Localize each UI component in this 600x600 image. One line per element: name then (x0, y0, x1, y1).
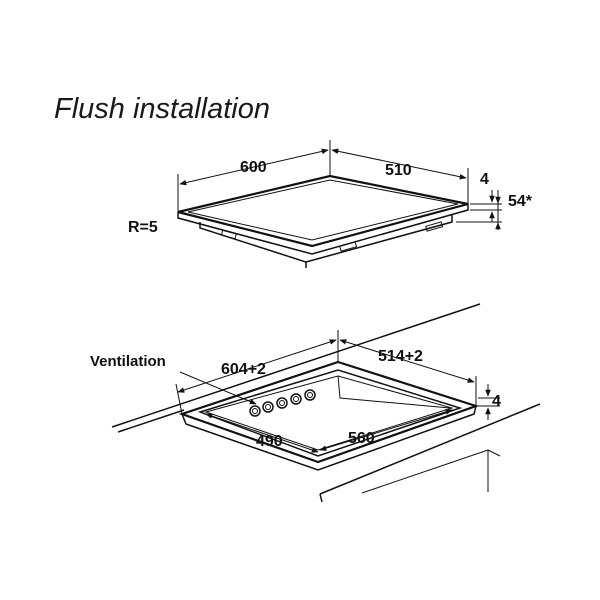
vent-hole-1-inner (252, 408, 258, 414)
cutout-back-wall (337, 375, 451, 409)
bracket-left (220, 229, 237, 240)
vent-hole-5 (304, 389, 316, 401)
vent-hole-4 (290, 393, 302, 405)
dim-height-label: 54* (508, 193, 533, 210)
vent-hole-3-inner (279, 400, 285, 406)
dim-inner-width-label: 560 (348, 430, 375, 447)
dim-line-outer-width (177, 339, 337, 393)
dim-inner-depth-label: 490 (256, 433, 283, 450)
cabinet-line-corner (487, 449, 501, 457)
dim-outer-depth-label: 514+2 (378, 348, 423, 365)
bracket-right (425, 221, 444, 232)
cooktop-glass-inner (187, 179, 459, 241)
vent-hole-4-inner (293, 396, 299, 402)
cooktop-body-right (305, 214, 453, 263)
dim-rim-label: 4 (480, 171, 489, 188)
vent-hole-1 (249, 405, 261, 417)
vent-hole-3 (276, 397, 288, 409)
dim-line-outer-depth (339, 339, 475, 383)
vent-hole-5-inner (307, 392, 313, 398)
diagram-title: Flush installation (54, 93, 270, 125)
worktop-front-thickness (319, 493, 323, 503)
vent-hole-2-inner (265, 404, 271, 410)
radius-label: R=5 (128, 219, 158, 236)
dim-line-inner-width (319, 409, 453, 451)
ext-line (175, 383, 183, 415)
worktop-back-edge (111, 303, 481, 428)
dim-depth-label: 510 (385, 162, 412, 179)
vent-hole-2 (262, 401, 274, 413)
cabinet-line (361, 449, 489, 494)
dim-line-width (179, 148, 329, 186)
cooktop-dimensions: 600 510 R=5 4 54* (128, 140, 533, 236)
ventilation-label: Ventilation (90, 353, 166, 370)
worktop-left-edge (117, 409, 185, 433)
dim-outer-width-label: 604+2 (221, 361, 266, 378)
cooktop-thickness (177, 204, 469, 255)
dim-line-inner-depth (205, 413, 319, 453)
cutout-dimensions: Ventilation 604+2 514+2 4 490 560 (90, 330, 501, 453)
dim-rim-label: 4 (492, 393, 501, 410)
cooktop-drawing (177, 174, 469, 268)
cutout-rim-depth (181, 405, 477, 471)
dim-width-label: 600 (240, 159, 267, 176)
dim-line-depth (331, 148, 467, 180)
cooktop-body-left (199, 222, 307, 268)
bracket-middle (339, 241, 358, 252)
